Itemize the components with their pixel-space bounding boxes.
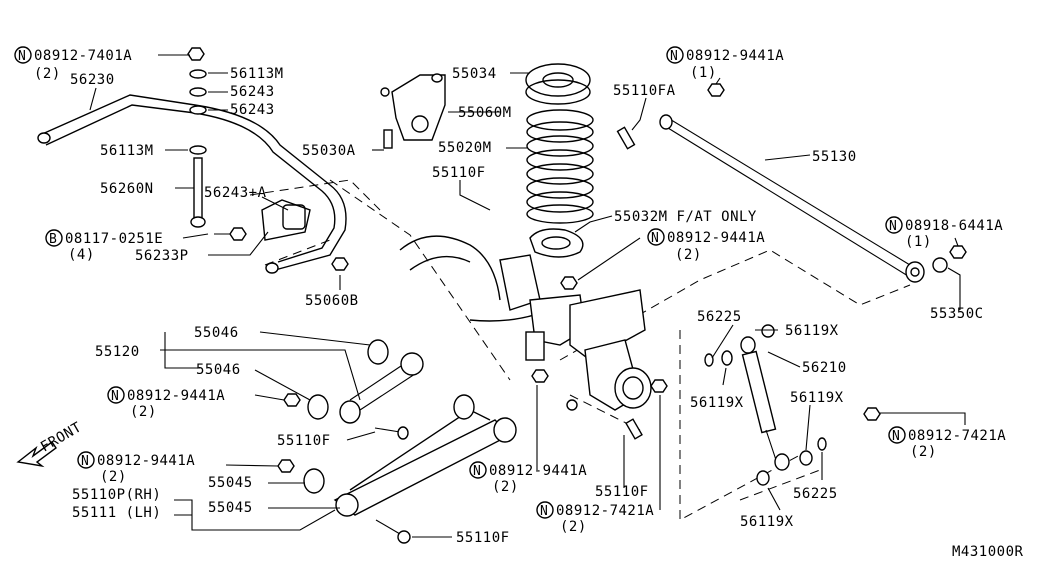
label-qty: (1) xyxy=(905,234,932,250)
marker-n: N xyxy=(81,454,89,469)
label-55060B: 55060B xyxy=(305,293,359,309)
label-qty: (4) xyxy=(68,247,95,263)
label-08912-7401A: 08912-7401A xyxy=(34,48,132,64)
label-qty: (2) xyxy=(910,444,937,460)
label-55032M: 55032M F/AT ONLY xyxy=(614,209,757,225)
label-55130: 55130 xyxy=(812,149,857,165)
label-55046: 55046 xyxy=(196,362,241,378)
diagram-id: M431000R xyxy=(952,544,1024,560)
spring-seat-lower xyxy=(529,228,584,258)
shock-absorber xyxy=(704,324,881,486)
bolt-markers xyxy=(14,46,906,519)
stabilizer-bar xyxy=(37,94,347,274)
label-08912-9441A: 08912-9441A xyxy=(667,230,765,246)
label-56243A: 56243+A xyxy=(204,185,267,201)
label-08912-9441A: 08912-9441A xyxy=(127,388,225,404)
marker-n: N xyxy=(651,231,659,246)
label-56233P: 56233P xyxy=(135,248,189,264)
label-55110F: 55110F xyxy=(277,433,331,449)
label-qty: (2) xyxy=(675,247,702,263)
label-55060M: 55060M xyxy=(458,105,512,121)
label-56225: 56225 xyxy=(793,486,838,502)
marker-n: N xyxy=(670,49,678,64)
label-08912-7421A: 08912-7421A xyxy=(556,503,654,519)
label-55110F: 55110F xyxy=(432,165,486,181)
front-label: FRONT xyxy=(38,419,85,455)
label-55020M: 55020M xyxy=(438,140,492,156)
label-56230: 56230 xyxy=(70,72,115,88)
label-08912-7421A: 08912-7421A xyxy=(908,428,1006,444)
label-08117-0251E: 08117-0251E xyxy=(65,231,163,247)
label-55120: 55120 xyxy=(95,344,140,360)
spring-seat-upper xyxy=(525,63,591,105)
label-55046: 55046 xyxy=(194,325,239,341)
label-55110FA: 55110FA xyxy=(613,83,676,99)
label-55030A: 55030A xyxy=(302,143,356,159)
lower-link xyxy=(277,394,517,544)
label-55034: 55034 xyxy=(452,66,497,82)
label-55110F: 55110F xyxy=(595,484,649,500)
label-55111: 55111 (LH) xyxy=(72,505,161,521)
label-55350C: 55350C xyxy=(930,306,984,322)
label-08918-6441A: 08918-6441A xyxy=(905,218,1003,234)
label-56225: 56225 xyxy=(697,309,742,325)
marker-n: N xyxy=(473,464,481,479)
marker-b: B xyxy=(49,232,57,247)
label-55110P: 55110P(RH) xyxy=(72,487,161,503)
label-56119X: 56119X xyxy=(740,514,794,530)
stabilizer-hardware xyxy=(187,47,349,271)
axle-housing xyxy=(399,235,668,440)
label-56119X: 56119X xyxy=(790,390,844,406)
label-08912-9441A: 08912-9441A xyxy=(489,463,587,479)
lateral-rod xyxy=(616,83,967,283)
bolt-marker-letters: N B N N N N N N N N xyxy=(18,49,900,519)
label-55045: 55045 xyxy=(208,475,253,491)
part-labels: 08912-7401A (2) 56230 56113M 56243 56243… xyxy=(34,48,1024,560)
label-qty: (2) xyxy=(34,66,61,82)
label-55045: 55045 xyxy=(208,500,253,516)
label-qty: (2) xyxy=(130,404,157,420)
leader-lines xyxy=(89,54,966,538)
label-56113M: 56113M xyxy=(230,66,284,82)
label-56113M: 56113M xyxy=(100,143,154,159)
label-qty: (2) xyxy=(560,519,587,535)
front-arrow-icon xyxy=(16,441,57,468)
label-08912-9441A: 08912-9441A xyxy=(686,48,784,64)
label-56243: 56243 xyxy=(230,102,275,118)
label-qty: (2) xyxy=(492,479,519,495)
marker-n: N xyxy=(18,49,26,64)
marker-n: N xyxy=(540,504,548,519)
label-56243: 56243 xyxy=(230,84,275,100)
label-56260N: 56260N xyxy=(100,181,154,197)
label-08912-9441A: 08912-9441A xyxy=(97,453,195,469)
label-56119X: 56119X xyxy=(785,323,839,339)
label-55110F: 55110F xyxy=(456,530,510,546)
label-56119X: 56119X xyxy=(690,395,744,411)
bump-stop-bracket xyxy=(380,73,446,149)
label-qty: (1) xyxy=(690,65,717,81)
marker-n: N xyxy=(111,389,119,404)
upper-link xyxy=(283,339,424,440)
label-qty: (2) xyxy=(100,469,127,485)
coil-spring xyxy=(526,109,594,224)
marker-n: N xyxy=(889,219,897,234)
label-56210: 56210 xyxy=(802,360,847,376)
marker-n: N xyxy=(892,429,900,444)
